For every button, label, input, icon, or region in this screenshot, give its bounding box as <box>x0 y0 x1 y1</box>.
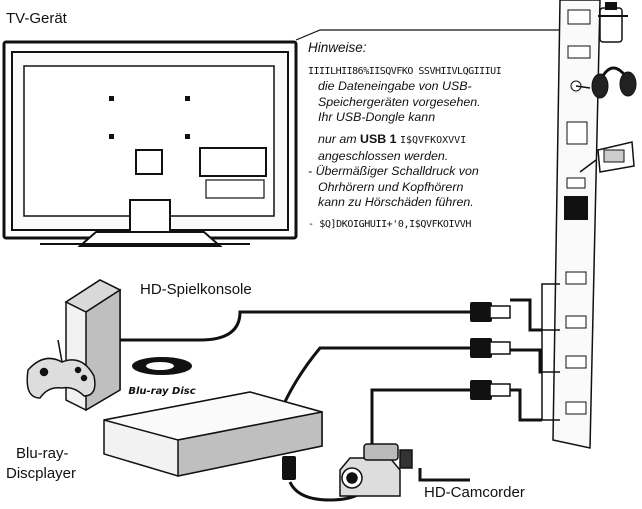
svg-text:Blu-ray Disc: Blu-ray Disc <box>128 386 195 397</box>
notes-line-2: die Dateneingabe von USB- <box>318 79 472 94</box>
notes-line-5: nur am USB 1 I$QVFKOXVVI <box>308 132 560 149</box>
callout-line <box>295 7 576 41</box>
tv-mount-holes <box>109 96 190 139</box>
notes-block: Hinweise: IIIILHII86%IISQVFKO SSVHIIVLQG… <box>308 40 560 233</box>
bluray-label-line2: Discplayer <box>6 465 77 482</box>
gamepad-icon <box>26 339 96 399</box>
console-label: HD-Spielkonsole <box>140 281 252 298</box>
notes-line-8: Ohrhörern und Kopfhörern <box>318 179 464 194</box>
notes-line-4: Ihr USB-Dongle kann <box>318 110 436 125</box>
notes-line-9: kann zu Hörschäden führen. <box>318 195 474 210</box>
hdmi-cables <box>118 298 542 502</box>
headphones-icon <box>575 66 637 99</box>
notes-line-7: - Übermäßiger Schalldruck von <box>308 164 479 179</box>
camcorder-label: HD-Camcorder <box>424 484 525 501</box>
tv-side-panel <box>552 0 601 449</box>
notes-line-10: - $Q]DKOIGHUII+'0,I$QVFKOIVVH <box>308 218 471 230</box>
bluray-player <box>103 391 323 477</box>
tv-label: TV-Gerät <box>6 10 67 27</box>
notes-line-5-pre: nur am <box>318 131 357 146</box>
notes-line-3: Speichergeräten vorgesehen. <box>318 94 481 109</box>
notes-line-5-post: I$QVFKOXVVI <box>399 134 467 146</box>
notes-line-5-bold: USB 1 <box>360 131 397 146</box>
bluray-logo: Blu-ray Disc <box>128 357 196 397</box>
camcorder-icon <box>339 443 413 497</box>
usb-dongle-icon <box>598 2 628 43</box>
notes-heading: Hinweise: <box>308 40 367 55</box>
hdmi-plugs <box>282 302 511 480</box>
notes-line-6: angeschlossen werden. <box>318 148 449 163</box>
bluray-label-line1: Blu-ray- <box>16 445 69 462</box>
hdmi-port-bracket <box>541 283 560 421</box>
notes-line-1: IIIILHII86%IISQVFKO SSVHIIVLQGIIIUI <box>308 65 502 77</box>
tv-set <box>2 40 298 247</box>
ci-card-icon <box>579 141 635 173</box>
